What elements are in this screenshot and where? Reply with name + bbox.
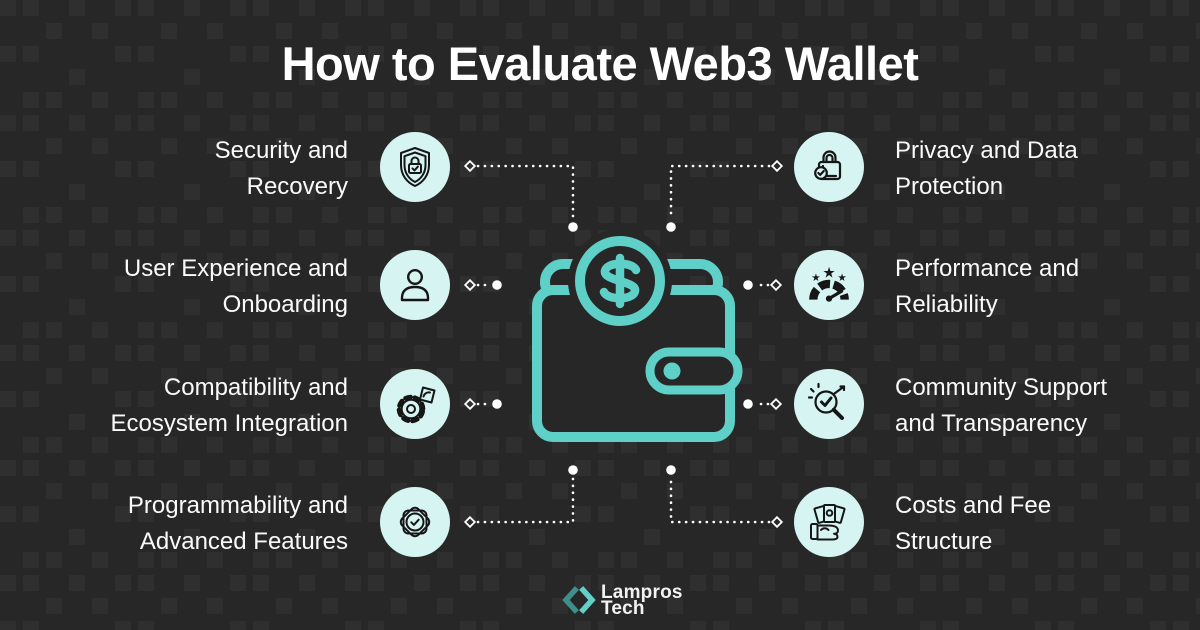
logo-brackets-icon	[562, 586, 596, 614]
lampros-tech-logo: Lampros Tech	[561, 581, 683, 619]
label-performance: Performance and Reliability	[895, 255, 1080, 318]
label-programmability: Programmability and Advanced Features	[127, 492, 348, 555]
label-compatibility: Compatibility and Ecosystem Integration	[110, 374, 348, 437]
logo-text: Lampros Tech	[601, 581, 683, 619]
user-icon	[380, 250, 450, 320]
lock-check-icon	[794, 132, 864, 202]
badge-check-icon	[380, 487, 450, 557]
label-security-recovery: Security and Recovery	[214, 137, 348, 200]
svg-text:★: ★	[822, 265, 835, 282]
label-community: Community Support and Transparency	[895, 374, 1108, 437]
svg-text:★: ★	[811, 272, 820, 284]
shield-check-icon	[380, 132, 450, 202]
label-costs: Costs and Fee Structure	[895, 492, 1052, 555]
wallet-coin-icon	[532, 229, 743, 442]
label-user-experience: User Experience and Onboarding	[123, 255, 348, 318]
hand-money-icon	[794, 487, 864, 557]
gear-integration-icon	[380, 369, 450, 439]
gauge-stars-icon: ★ ★ ★	[794, 250, 864, 320]
label-privacy: Privacy and Data Protection	[895, 137, 1078, 200]
svg-text:★: ★	[837, 272, 846, 284]
page-title: How to Evaluate Web3 Wallet	[281, 37, 919, 90]
magnifier-check-icon	[794, 369, 864, 439]
